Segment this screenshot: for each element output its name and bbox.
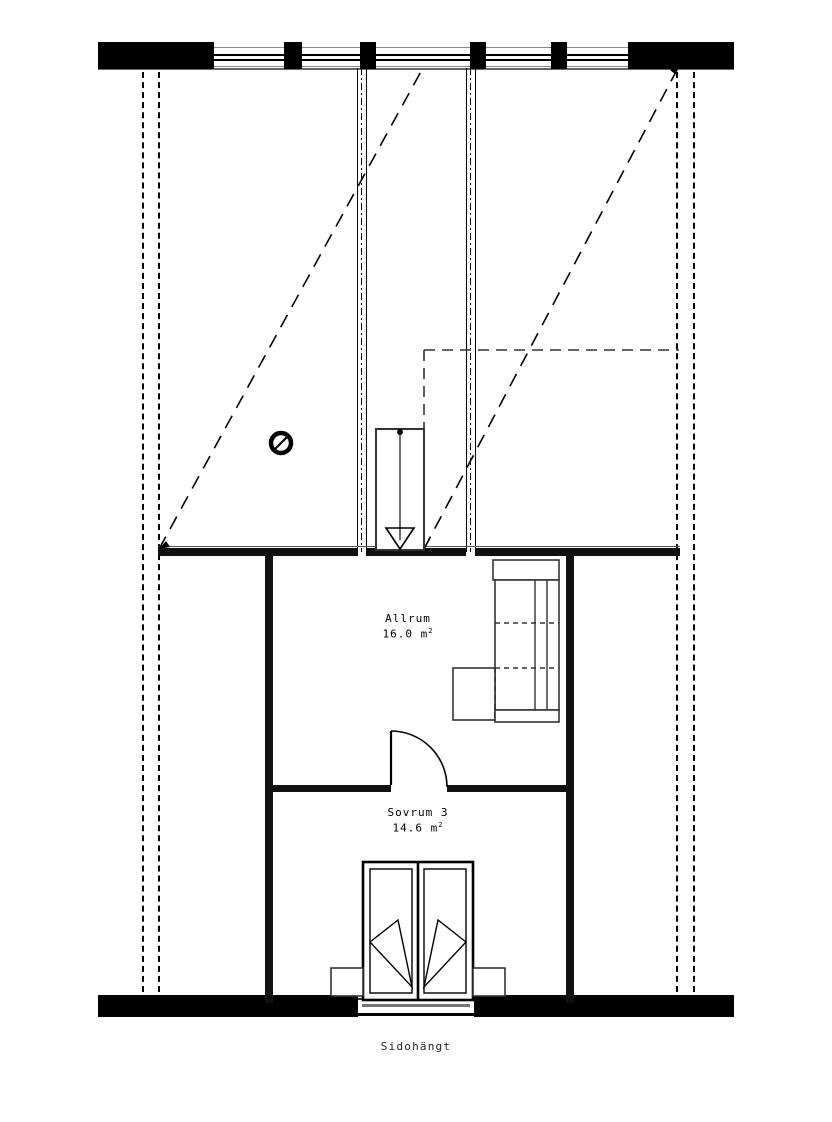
south-window-sill-line-3: [358, 1013, 474, 1016]
north-window-3-glass-mid-b: [376, 59, 470, 61]
north-window-3-glass-mid-a: [376, 54, 470, 56]
building-outline-dashed-left-inner: [158, 62, 160, 1002]
north-window-4-glass-mid-b: [486, 59, 551, 61]
room-name-sovrum3: Sovrum 3: [387, 806, 449, 819]
room-name-allrum: Allrum: [385, 612, 431, 625]
room-area-allrum: 16.0 m2: [382, 626, 434, 641]
south-window-sill-line-2: [362, 1004, 470, 1007]
north-window-3-glass-top: [376, 47, 470, 48]
south-wall-segment-left: [98, 995, 358, 1017]
north-window-5-glass-bottom: [567, 66, 628, 67]
corridor-wall-left-centerline: [361, 68, 362, 552]
corridor-wall-left-edge-outer: [357, 68, 358, 552]
south-wall-segment-right: [474, 995, 734, 1017]
north-wall-segment-left: [98, 42, 214, 69]
room-wall-left-vertical: [265, 548, 273, 1003]
vent-pipe-symbol-slash: [274, 436, 288, 450]
window-open-indicator-right: [422, 918, 468, 990]
room-label-allrum: Allrum 16.0 m2: [338, 612, 478, 642]
window-open-indicator-left: [368, 918, 414, 990]
drawing-caption: Sidohängt: [380, 1040, 452, 1053]
north-window-1-glass-bottom: [214, 66, 284, 67]
north-window-1-glass-mid-b: [214, 59, 284, 61]
corridor-stair-run: [375, 428, 425, 551]
north-window-1-glass-top: [214, 47, 284, 48]
north-wall-segment-right: [628, 42, 734, 69]
stairwell-landing-box: [452, 667, 496, 721]
north-window-2-glass-mid-a: [302, 54, 360, 56]
corridor-wall-right-edge-outer: [466, 68, 467, 552]
north-wall-mullion-1: [284, 42, 302, 69]
interior-wall-horizontal-mid: [366, 548, 466, 556]
north-window-2-glass-mid-b: [302, 59, 360, 61]
south-window-sill-line-1: [358, 998, 474, 1000]
corridor-stair-origin-dot: [397, 429, 403, 435]
roof-hip-diagonal-left: [158, 65, 425, 550]
window-elevation-outer-frame: [361, 860, 475, 1002]
window-elevation-sash-left: [369, 868, 413, 994]
window-elevation-sash-right: [423, 868, 467, 994]
north-window-5-glass-mid-b: [567, 59, 628, 61]
building-outline-dashed-right-outer: [693, 62, 695, 1002]
vent-pipe-symbol-outer: [268, 430, 294, 456]
stairwell-head-box: [492, 559, 560, 581]
room-wall-right-vertical: [566, 548, 574, 1003]
north-window-4-glass-top: [486, 47, 551, 48]
room-label-sovrum3: Sovrum 3 14.6 m2: [348, 806, 488, 836]
stairwell-foot-box: [494, 709, 560, 723]
north-window-2-glass-bottom: [302, 66, 360, 67]
stairwell-run-box: [494, 579, 560, 711]
north-wall-mullion-4: [551, 42, 567, 69]
north-window-5-glass-top: [567, 47, 628, 48]
door-swing-arc: [390, 730, 448, 788]
roof-hip-diagonal-right: [423, 65, 680, 550]
interior-wall-horizontal-hairline: [158, 546, 680, 547]
north-wall-mullion-2: [360, 42, 376, 69]
north-window-3-glass-bottom: [376, 66, 470, 67]
north-wall-mullion-3: [470, 42, 486, 69]
north-window-4-glass-mid-a: [486, 54, 551, 56]
interior-wall-horizontal-right: [475, 548, 680, 556]
building-outline-dashed-left-outer: [142, 62, 144, 1002]
window-flank-block-right: [472, 967, 506, 997]
partition-allrum-sovrum-left: [273, 785, 391, 792]
interior-wall-horizontal-left: [158, 548, 358, 556]
window-flank-block-left: [330, 967, 364, 997]
partition-allrum-sovrum-right: [447, 785, 566, 792]
corridor-wall-right-centerline: [470, 68, 471, 552]
north-window-5-glass-mid-a: [567, 54, 628, 56]
corridor-wall-left-edge-inner: [366, 68, 367, 552]
building-outline-dashed-right-inner: [676, 62, 678, 1002]
north-window-2-glass-top: [302, 47, 360, 48]
north-window-4-glass-bottom: [486, 66, 551, 67]
room-area-sovrum3: 14.6 m2: [392, 820, 444, 835]
north-window-1-glass-mid-a: [214, 54, 284, 56]
corridor-wall-right-edge-inner: [475, 68, 476, 552]
